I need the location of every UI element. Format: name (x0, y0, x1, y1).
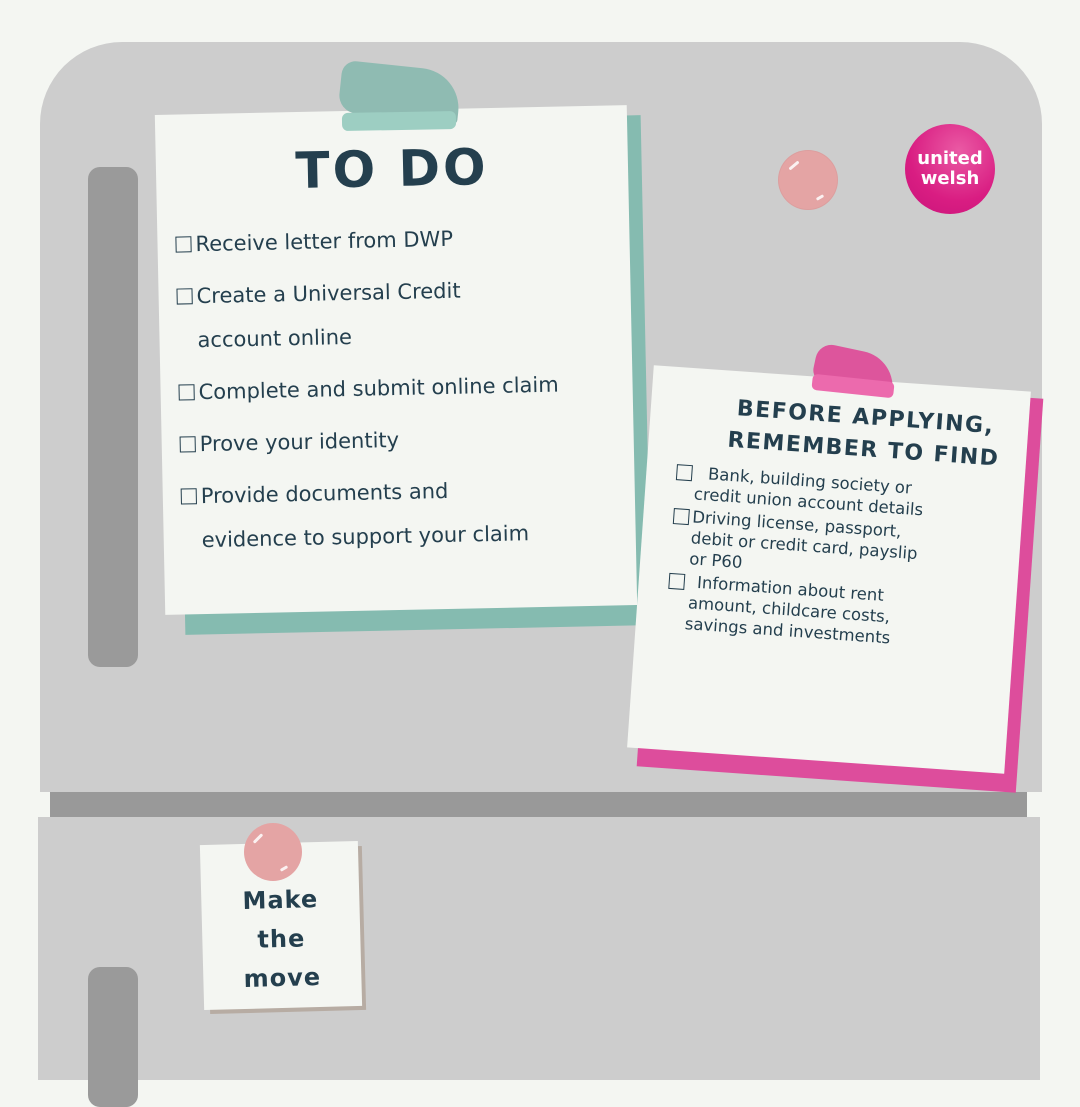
todo-item: Complete and submit online claim (178, 361, 633, 414)
fridge-lower-door (38, 817, 1040, 1080)
magnet-shine (252, 833, 264, 844)
magnet-shine (815, 194, 825, 201)
make-the-move-text: Make the move (242, 885, 322, 993)
magnet-shine (279, 865, 289, 872)
checkbox-icon[interactable] (180, 488, 197, 505)
fridge-upper-handle (88, 167, 138, 667)
checkbox-icon[interactable] (176, 288, 193, 305)
pink-magnet-icon (244, 823, 302, 881)
todo-item: Create a Universal Credit account online (176, 265, 632, 362)
todo-title: TO DO (294, 138, 490, 201)
checkbox-icon[interactable] (675, 464, 693, 482)
checkbox-icon[interactable] (179, 436, 196, 453)
todo-item-text: Complete and submit online claim (198, 372, 559, 405)
before-title-text: BEFORE APPLYING, REMEMBER TO FIND (726, 396, 1001, 472)
before-applying-note: BEFORE APPLYING, REMEMBER TO FIND Bank, … (627, 365, 1031, 774)
before-list: Bank, building society or credit union a… (665, 461, 1010, 658)
todo-item-text: Prove your identity (199, 427, 400, 457)
checkbox-icon[interactable] (175, 236, 192, 253)
checkbox-icon[interactable] (178, 384, 195, 401)
teal-tape-edge (341, 111, 457, 131)
checkbox-icon[interactable] (672, 508, 690, 526)
todo-note: TO DO Receive letter from DWP Create a U… (154, 105, 638, 615)
todo-list: Receive letter from DWP Create a Univers… (175, 213, 636, 570)
united-welsh-logo[interactable]: united welsh (905, 124, 995, 214)
logo-line-2: welsh (920, 168, 980, 189)
fridge-lower-handle (88, 967, 138, 1107)
todo-item-text: Provide documents and evidence to suppor… (200, 478, 530, 553)
magnet-shine (788, 160, 800, 171)
logo-line-1: united (917, 148, 983, 169)
before-item-text: Information about rent amount, childcare… (684, 572, 891, 648)
checkbox-icon[interactable] (668, 572, 686, 590)
todo-item: Prove your identity (179, 413, 634, 466)
fridge-divider (50, 792, 1027, 817)
todo-item-text: Receive letter from DWP (195, 226, 454, 257)
before-title: BEFORE APPLYING, REMEMBER TO FIND (708, 391, 1022, 476)
todo-item: Receive letter from DWP (175, 213, 630, 266)
todo-item-text: Create a Universal Credit account online (196, 278, 461, 353)
pink-magnet-icon (778, 150, 838, 210)
todo-item: Provide documents and evidence to suppor… (180, 465, 636, 562)
